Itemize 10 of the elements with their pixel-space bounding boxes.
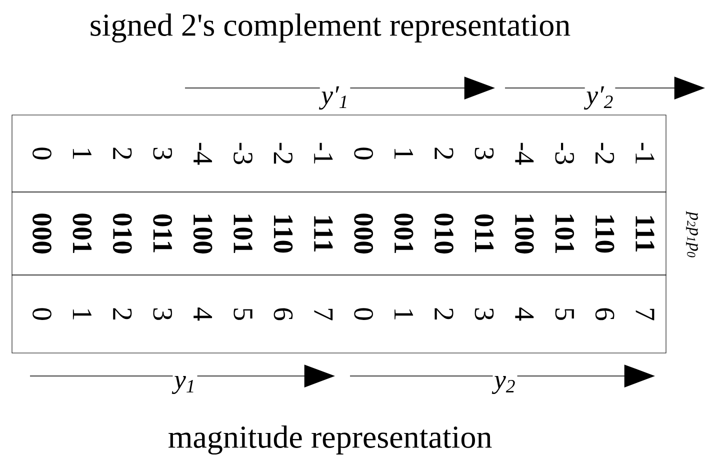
title: signed 2's complement representation — [90, 13, 570, 43]
arrow-label: y′$_{1}$ — [318, 85, 350, 111]
arrow-label: y$_{1}$ — [172, 374, 198, 396]
table-row: 0 1 2 3 -4 -3 -2 -1 0 1 2 3 -4 -3 -2 -1 — [12, 114, 666, 192]
table-row: 000 001 010 011 100 101 110 111 000 001 010 011 100 101 110 111 — [12, 192, 666, 276]
bit-label: p$_{2}$p$_{1}$p$_{0}$ — [686, 210, 698, 258]
arrow-label: y′$_{2}$ — [584, 85, 616, 111]
caption: magnitude representation — [168, 425, 492, 455]
table-row: 0 1 2 3 4 5 6 7 0 1 2 3 4 5 6 7 — [12, 274, 666, 354]
arrow-label: y$_{2}$ — [492, 374, 518, 396]
